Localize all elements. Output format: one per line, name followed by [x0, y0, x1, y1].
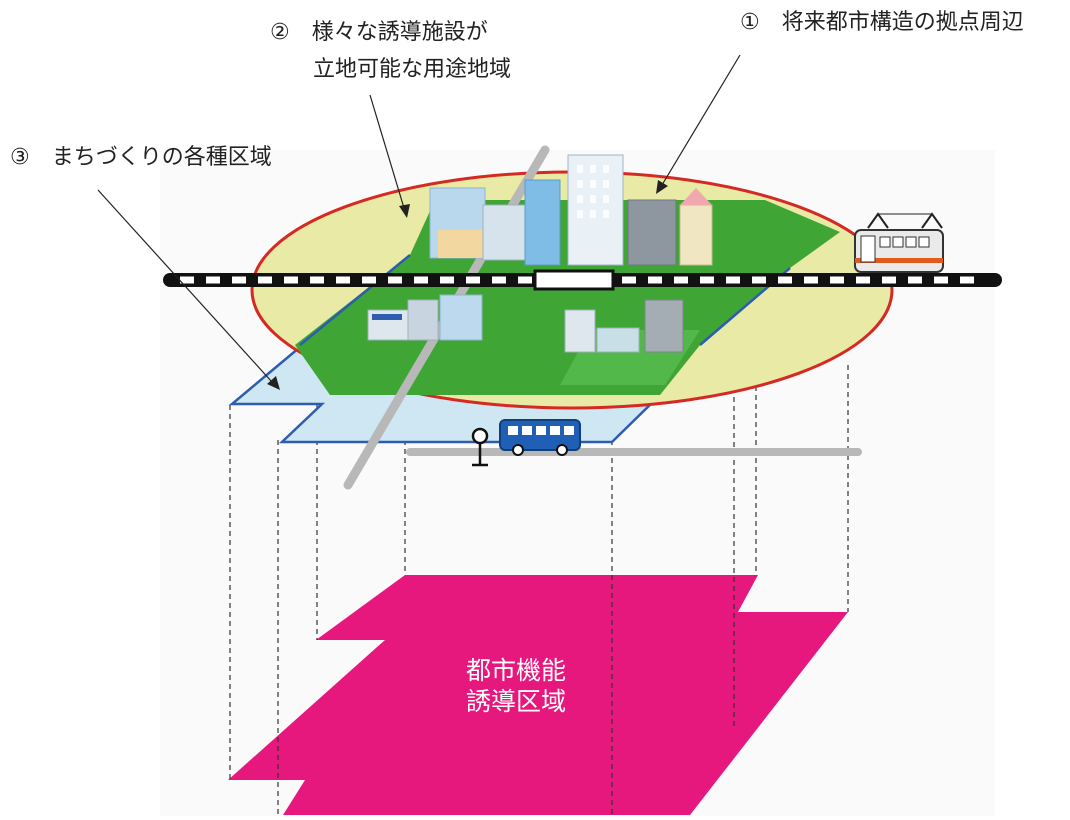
label-base-center: ① 将来都市構造の拠点周辺: [740, 10, 1024, 35]
station-platform: [533, 269, 615, 291]
bus-icon: [499, 419, 581, 456]
label-use-zone-line2: 立地可能な用途地域: [313, 57, 512, 82]
buildings-lower: [367, 294, 684, 353]
leader-lines: [97, 54, 741, 390]
bus-stop-icon: [471, 427, 489, 467]
planning-area-edge: [299, 254, 411, 346]
label-planning-areas: ③ まちづくりの各種区域: [10, 145, 272, 170]
induction-zone-shape: [228, 575, 848, 815]
train-icon: [854, 212, 944, 273]
induction-zone-label-line1: 都市機能: [466, 656, 567, 685]
label-use-zone-line1: ② 様々な誘導施設が: [270, 20, 488, 45]
buildings-upper: [429, 154, 713, 266]
induction-zone-label-line2: 誘導区域: [466, 687, 567, 716]
